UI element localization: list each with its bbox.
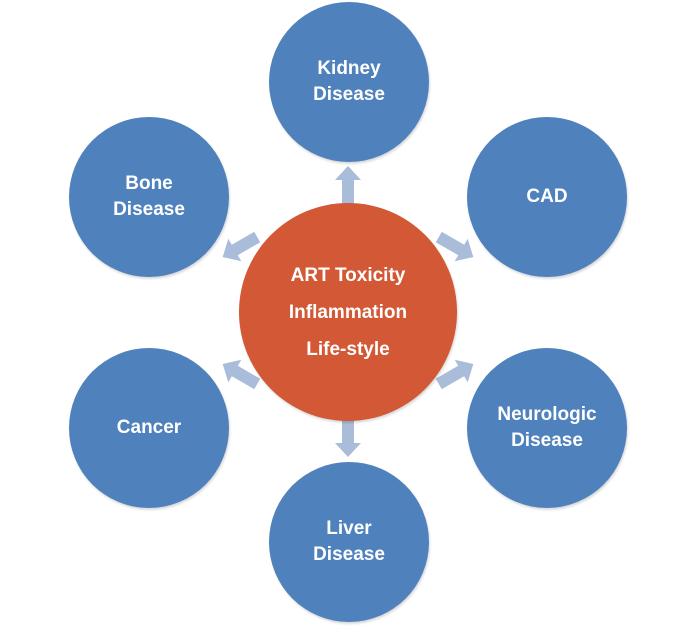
node-label-line: Disease	[511, 430, 583, 451]
arrow-to-bone	[216, 226, 264, 269]
center-node: ART Toxicity Inflammation Life-style	[239, 203, 457, 421]
node-label-line: Bone	[125, 173, 173, 194]
node-label-line: Kidney	[317, 58, 381, 79]
center-label-line: Inflammation	[288, 301, 408, 323]
arrow-to-cad	[432, 226, 480, 269]
node-label-line: Disease	[313, 544, 385, 565]
center-label-line: Life-style	[306, 338, 390, 360]
center-label-line: ART Toxicity	[290, 264, 406, 286]
node-label-line: Liver	[326, 518, 372, 539]
node-kidney-disease: Kidney Disease	[269, 2, 429, 162]
node-neurologic-disease: Neurologic Disease	[467, 348, 627, 508]
arrow-to-liver	[335, 417, 361, 457]
node-cad: CAD	[467, 117, 627, 277]
node-label-line: Disease	[113, 199, 185, 220]
node-label-line: Disease	[313, 84, 385, 105]
node-bone-disease: Bone Disease	[69, 117, 229, 277]
node-label-line: CAD	[526, 186, 568, 207]
node-cancer: Cancer	[69, 348, 229, 508]
node-liver-disease: Liver Disease	[269, 462, 429, 622]
node-label-line: Cancer	[116, 417, 182, 438]
arrow-to-neurologic	[432, 353, 480, 396]
arrow-to-cancer	[216, 353, 264, 396]
node-label-line: Neurologic	[497, 404, 597, 425]
arrow-to-kidney	[335, 166, 361, 206]
